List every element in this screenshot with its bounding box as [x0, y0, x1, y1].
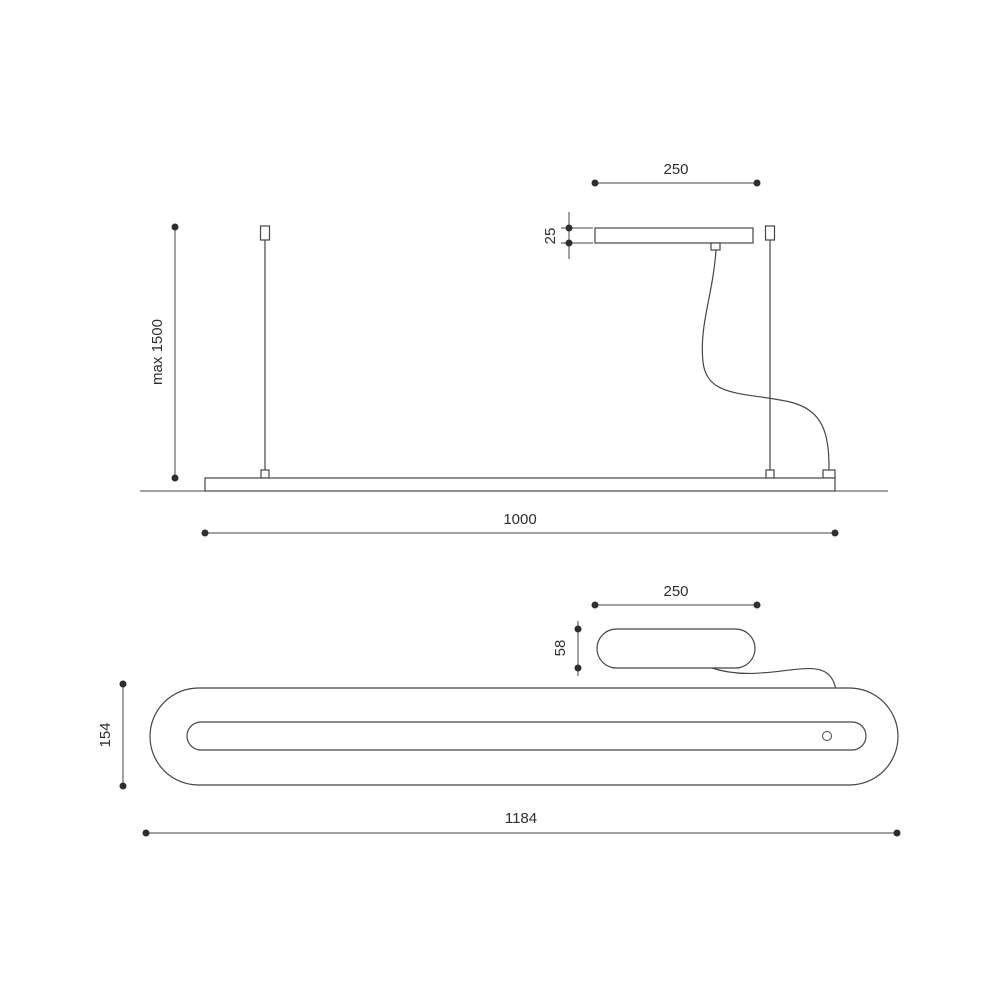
- dim-label-front-fixture-length: 1000: [503, 511, 536, 528]
- plan-view: 250 58 154: [97, 583, 901, 837]
- canopy-front: [594, 227, 754, 244]
- dim-label-front-canopy-height: 25: [542, 228, 559, 245]
- cable-entry-plan: [822, 731, 832, 741]
- dim-label-plan-fixture-length: 1184: [505, 810, 537, 827]
- dim-label-front-suspension-height: max 1500: [149, 319, 166, 385]
- dim-front-fixture-length: 1000: [201, 511, 839, 537]
- fixture-bar-front: [204, 477, 836, 492]
- front-view: 250 25: [140, 161, 888, 537]
- canopy-plan: [596, 628, 756, 669]
- cable-entry-front: [822, 469, 836, 479]
- canopy-cable-gland-front: [710, 242, 721, 251]
- dim-front-canopy-width: 250: [591, 161, 761, 187]
- dim-label-plan-fixture-depth: 154: [97, 722, 114, 747]
- dim-plan-fixture-length: 1184: [142, 810, 901, 837]
- dim-label-front-canopy-width: 250: [663, 161, 688, 178]
- dim-front-suspension-height: max 1500: [149, 223, 179, 482]
- dim-label-plan-canopy-width: 250: [663, 583, 688, 600]
- fixture-inner-slot-plan: [186, 721, 867, 751]
- power-cable-front: [701, 249, 830, 470]
- dim-plan-canopy-depth: 58: [552, 621, 582, 676]
- suspension-rod-right: [764, 225, 776, 479]
- dim-plan-canopy-width: 250: [591, 583, 761, 609]
- dim-front-canopy-height: 25: [542, 212, 593, 259]
- dim-plan-fixture-depth: 154: [97, 680, 127, 790]
- dim-label-plan-canopy-depth: 58: [552, 640, 569, 657]
- suspension-rod-left: [259, 225, 271, 479]
